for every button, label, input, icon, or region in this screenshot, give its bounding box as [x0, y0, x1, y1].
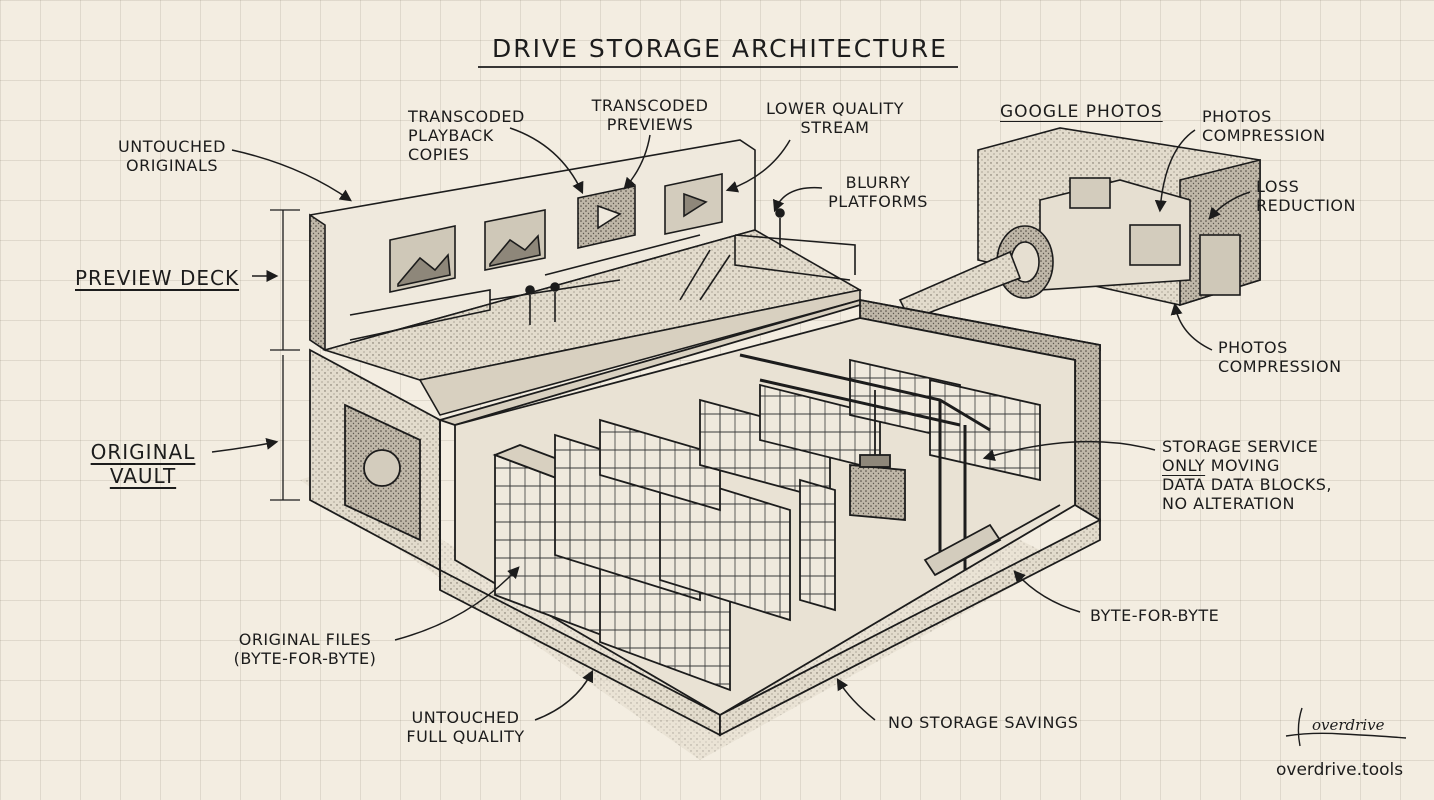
- original-vault: [309, 298, 1101, 737]
- diagram-title: DRIVE STORAGE ARCHITECTURE: [492, 34, 948, 63]
- label-byte-for-byte: BYTE-FOR-BYTE: [1090, 606, 1220, 625]
- label-google-photos: GOOGLE PHOTOS: [1000, 102, 1163, 122]
- google-photos-machine: [898, 127, 1261, 322]
- signature-logo: overdrive: [1285, 707, 1407, 747]
- label-no-storage-savings: NO STORAGE SAVINGS: [888, 713, 1079, 732]
- label-preview-deck: PREVIEW DECK: [75, 266, 240, 290]
- label-storage-service: STORAGE SERVICE ONLY MOVING DATA DATA BL…: [1162, 437, 1332, 513]
- storage-shelves: [492, 358, 1041, 692]
- svg-text:overdrive: overdrive: [1312, 716, 1385, 734]
- label-original-files: ORIGINAL FILES(BYTE-FOR-BYTE): [233, 630, 377, 668]
- dimension-lines: [270, 209, 300, 501]
- site-url: overdrive.tools: [1276, 760, 1404, 780]
- label-only-emphasis: ONLY: [1162, 456, 1206, 475]
- preview-deck: [309, 139, 863, 416]
- annotation-arrows: [211, 127, 1251, 721]
- gantry-crane: [739, 353, 1061, 577]
